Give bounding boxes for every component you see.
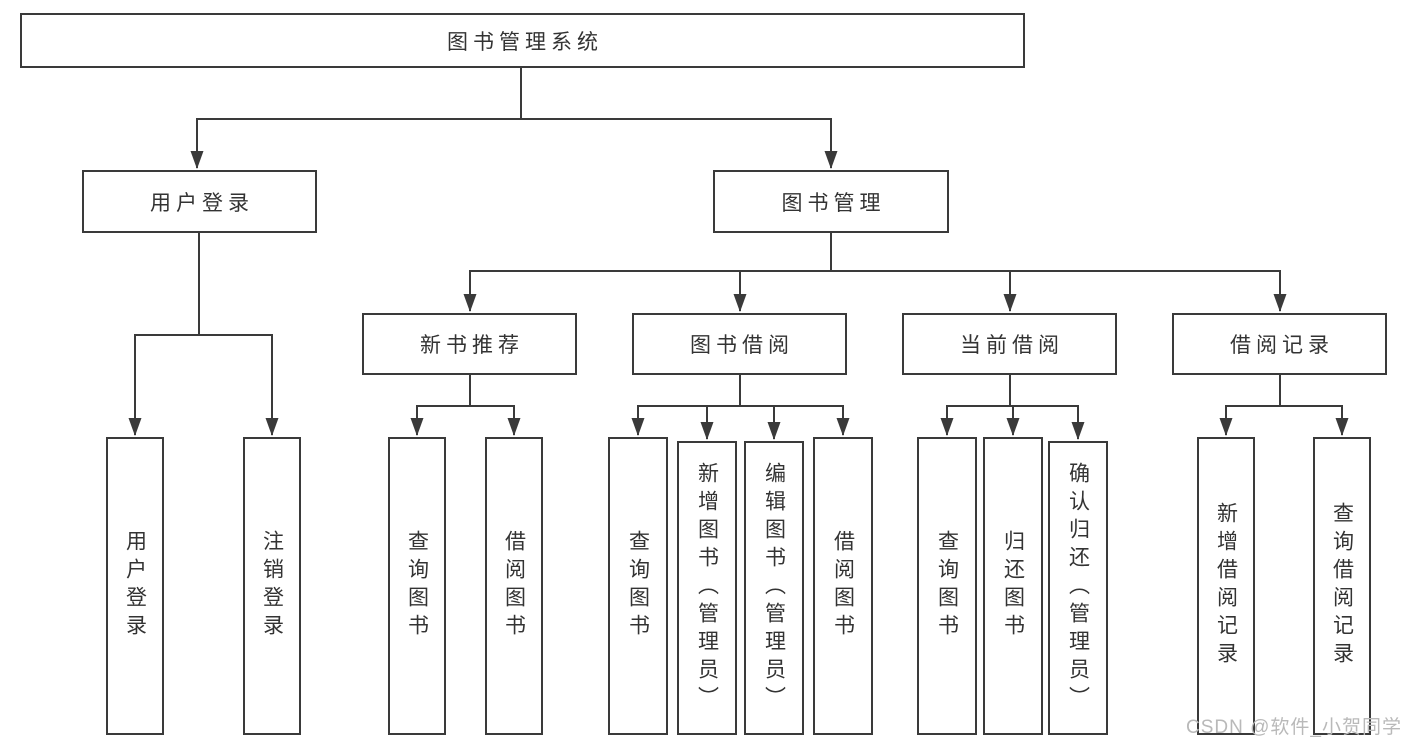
leaf-query-book: 查询图书 [608, 437, 668, 735]
edges-new-book-to-leaves [410, 374, 521, 436]
edges-book-borrow-to-leaves [631, 374, 850, 440]
node-borrow-records: 借阅记录 [1172, 313, 1387, 375]
leaf-edit-book-admin: 编辑图书（管理员） [744, 441, 804, 735]
leaf-return-book: 归还图书 [983, 437, 1043, 735]
edges-user-login-to-leaves [128, 232, 279, 436]
edges-root-to-level2 [190, 67, 838, 169]
leaf-query-book: 查询图书 [917, 437, 977, 735]
node-library-management-system: 图书管理系统 [20, 13, 1025, 68]
edges-current-borrow-to-leaves [940, 374, 1085, 440]
node-user-login: 用户登录 [82, 170, 317, 233]
leaf-user-login: 用户登录 [106, 437, 164, 735]
leaf-add-book-admin: 新增图书（管理员） [677, 441, 737, 735]
edges-borrow-record-to-leaves [1219, 374, 1349, 436]
leaf-borrow-book: 借阅图书 [813, 437, 873, 735]
node-new-book-recommend: 新书推荐 [362, 313, 577, 375]
leaf-add-borrow-record: 新增借阅记录 [1197, 437, 1255, 735]
leaf-query-borrow-record: 查询借阅记录 [1313, 437, 1371, 735]
leaf-borrow-book: 借阅图书 [485, 437, 543, 735]
node-book-borrowing: 图书借阅 [632, 313, 847, 375]
leaf-query-book: 查询图书 [388, 437, 446, 735]
node-book-management: 图书管理 [713, 170, 949, 233]
edges-book-mgmt-to-level3 [463, 232, 1287, 312]
node-current-borrowing: 当前借阅 [902, 313, 1117, 375]
watermark: CSDN @软件_小贺同学 [1186, 717, 1402, 738]
leaf-confirm-return-admin: 确认归还（管理员） [1048, 441, 1108, 735]
leaf-logout: 注销登录 [243, 437, 301, 735]
